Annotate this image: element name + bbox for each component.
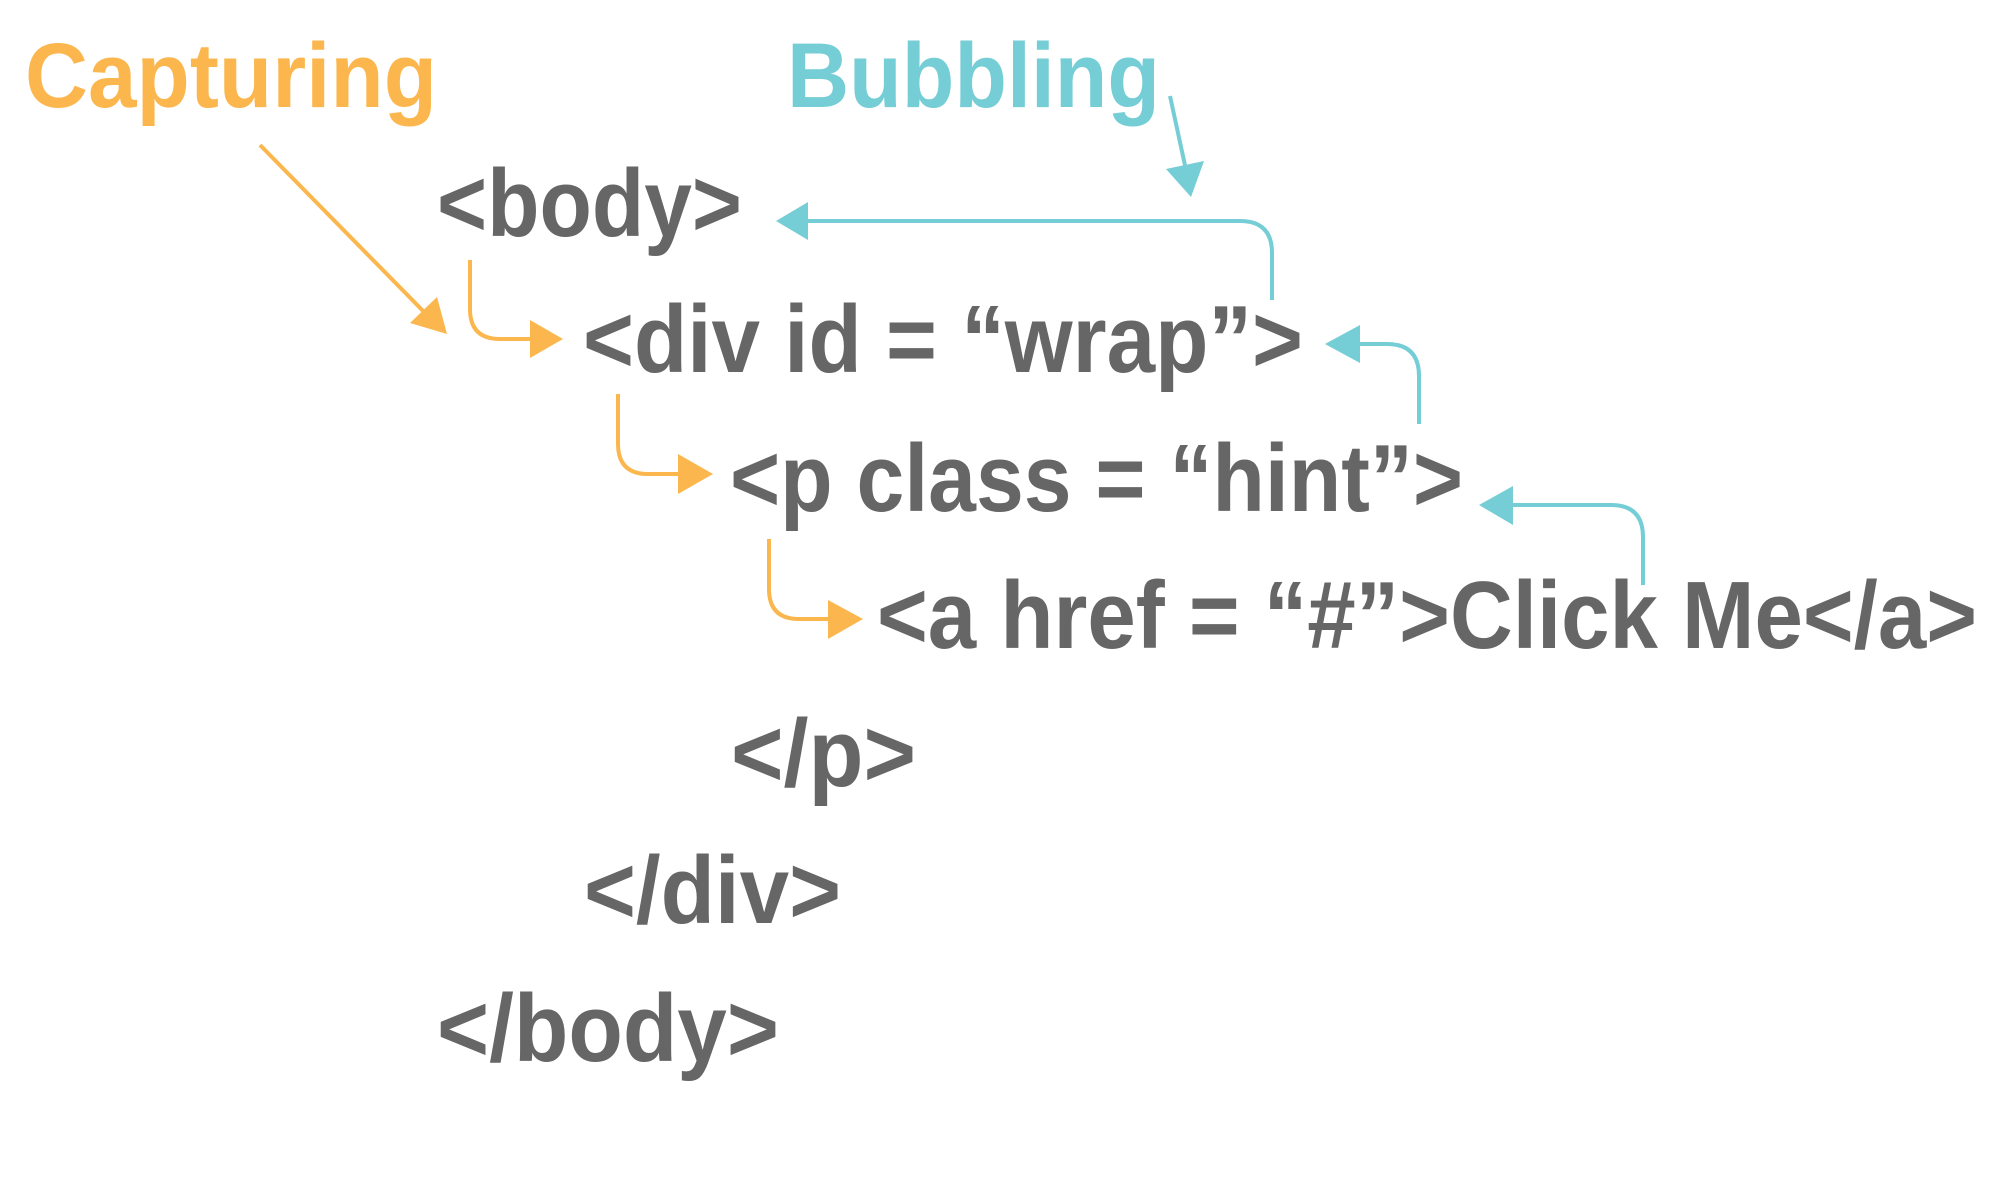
code-line-p-close: </p> bbox=[731, 700, 916, 807]
code-line-body-close: </body> bbox=[437, 975, 779, 1082]
bubble-arrow-p-to-div-icon bbox=[1325, 325, 1421, 424]
capturing-pointer-arrow-icon bbox=[258, 143, 447, 334]
bubble-arrow-div-to-body-icon bbox=[776, 202, 1274, 300]
code-line-p-open: <p class = “hint”> bbox=[730, 425, 1463, 532]
capture-arrow-body-to-div-icon bbox=[468, 260, 563, 358]
bubble-arrow-a-to-p-icon bbox=[1479, 486, 1645, 585]
capturing-label: Capturing bbox=[25, 25, 437, 127]
bubbling-pointer-arrow-icon bbox=[1166, 95, 1204, 197]
capture-arrow-p-to-a-icon bbox=[767, 539, 863, 639]
code-line-div-close: </div> bbox=[584, 837, 841, 944]
bubbling-label: Bubbling bbox=[787, 25, 1160, 127]
capture-arrow-div-to-p-icon bbox=[616, 394, 713, 494]
code-line-div-open: <div id = “wrap”> bbox=[583, 286, 1303, 393]
code-line-body-open: <body> bbox=[437, 150, 742, 257]
code-line-anchor: <a href = “#”>Click Me</a> bbox=[877, 562, 1977, 669]
